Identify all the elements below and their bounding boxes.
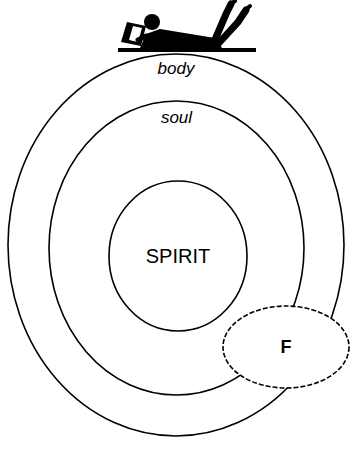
node-label: body xyxy=(158,59,195,79)
node-label: SPIRIT xyxy=(146,245,210,268)
label-box: soul xyxy=(48,108,305,128)
label-box: body xyxy=(7,59,345,79)
node-label: soul xyxy=(161,108,192,128)
node-label: F xyxy=(281,337,292,358)
label-box: SPIRIT xyxy=(108,245,248,268)
label-box: F xyxy=(222,337,350,358)
f-ellipse: F xyxy=(222,305,350,389)
spirit-circle: SPIRIT xyxy=(108,180,248,332)
